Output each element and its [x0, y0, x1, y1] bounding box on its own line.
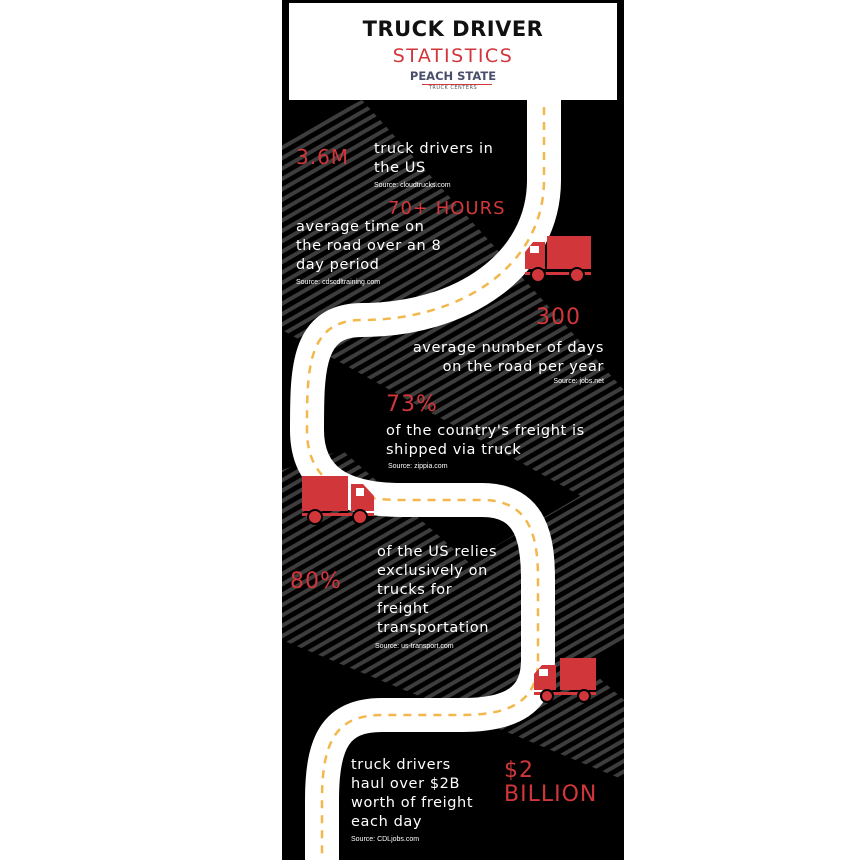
stat-value: 73% — [386, 392, 438, 417]
truck-icon — [534, 658, 596, 703]
truck-icon — [302, 476, 374, 525]
stat-source: Source: cdscdltraining.com — [296, 279, 381, 286]
stat-text: the road over an 8 — [296, 238, 442, 254]
stat-text: average number of days — [412, 340, 604, 356]
page-subtitle: STATISTICS — [392, 45, 514, 67]
header: TRUCK DRIVER STATISTICS PEACH STATE TRUC… — [289, 3, 617, 100]
stat-value: 3.6M — [296, 145, 350, 169]
stat-text: trucks for — [377, 582, 453, 598]
stat-text: of the country's freight is — [386, 423, 585, 439]
stat-value: 300 — [536, 305, 581, 330]
stat-text: the US — [374, 160, 426, 176]
stat-value: BILLION — [504, 782, 598, 807]
brand-underline — [422, 84, 492, 85]
background-decoration — [282, 92, 624, 860]
stat-text: exclusively on — [377, 563, 488, 579]
stat-text: each day — [351, 814, 423, 830]
stat-source: Source: cloudtrucks.com — [374, 182, 451, 189]
stat-text: truck drivers — [351, 757, 451, 773]
stat-value: 80% — [290, 569, 342, 594]
stat-text: truck drivers in — [374, 141, 494, 157]
road-center-line — [305, 92, 546, 860]
stat-text: haul over $2B — [351, 776, 461, 792]
stat-source: Source: zippia.com — [388, 463, 448, 470]
brand-logo: PEACH STATE — [409, 69, 497, 83]
brand-tagline: TRUCK CENTERS — [428, 85, 478, 91]
stat-text: shipped via truck — [386, 442, 522, 458]
stat-source: Source: us-transport.com — [375, 643, 454, 650]
stat-text: transportation — [377, 620, 490, 636]
stat-text: average time on — [296, 219, 425, 235]
stat-text: of the US relies — [377, 544, 498, 560]
stat-value: 70+ HOURS — [388, 198, 506, 219]
stat-value: $2 — [504, 758, 534, 783]
stat-text: day period — [296, 257, 380, 273]
stat-source: Source: CDLjobs.com — [351, 836, 420, 843]
stat-source: Source: jobs.net — [553, 378, 604, 385]
page-title: TRUCK DRIVER — [362, 17, 544, 41]
stat-text: on the road per year — [442, 359, 604, 375]
infographic: TRUCK DRIVER STATISTICS PEACH STATE TRUC… — [282, 0, 624, 860]
truck-icon — [525, 236, 591, 283]
stat-text: worth of freight — [351, 795, 474, 811]
stat-text: freight — [377, 601, 429, 617]
